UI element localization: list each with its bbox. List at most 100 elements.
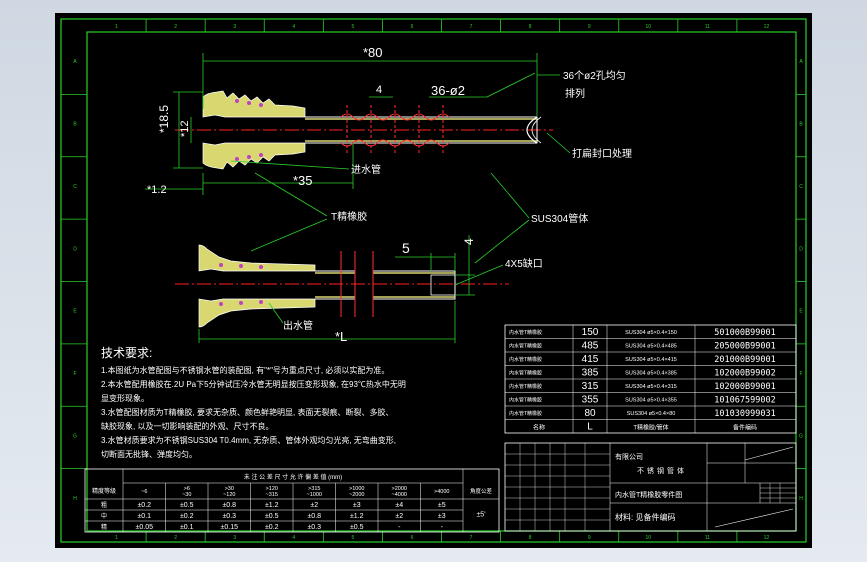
part-length: 355 xyxy=(582,395,599,406)
part-spec: SUS304 ø5×0.4×485 xyxy=(625,344,677,350)
part-length: 80 xyxy=(584,408,596,419)
rubber-sleeve-top xyxy=(202,90,306,118)
tech-line: 2.本水管配用橡胶在.2U Pa下5分钟试压冷水管无明显按压变形现象, 在93℃… xyxy=(101,379,406,389)
title-note: 不锈钢管体 xyxy=(637,466,687,475)
tolerance-grade: 中 xyxy=(101,512,107,520)
part-name: 内水管T精橡胶 xyxy=(509,383,542,390)
tolerance-value: ±3 xyxy=(438,513,446,520)
leader-inlet xyxy=(230,160,350,170)
part-spec: SUS304 ø5×0.4×150 xyxy=(625,330,677,336)
tech-line: 1.本图纸为水管配图与不锈钢水管的装配图, 有"*"号为重点尺寸, 必须以实配为… xyxy=(101,365,389,375)
tolerance-header: 未 注 公 差 尺 寸 允 许 偏 差 值 (mm) xyxy=(244,473,342,481)
tolerance-grade: 精 xyxy=(101,523,107,531)
tolerance-table: 未 注 公 差 尺 寸 允 许 偏 差 值 (mm)精度等级~6>6~30>30… xyxy=(84,468,500,533)
dim-holes: 36-ø2 xyxy=(431,83,465,98)
zone-number: 7 xyxy=(470,535,473,541)
tolerance-value: ±0.3 xyxy=(307,524,321,531)
dim-length-5: 5 xyxy=(402,240,410,256)
tolerance-grade: 粗 xyxy=(101,501,107,509)
flattened-end-inner xyxy=(531,116,542,144)
dim-notch-4: 4 xyxy=(462,238,476,245)
part-name: 内水管T精橡胶 xyxy=(509,329,542,336)
dim-length-35: *35 xyxy=(293,173,313,188)
part-name: 内水管T精橡胶 xyxy=(509,397,542,404)
inlet-pipe-view xyxy=(175,90,553,170)
tolerance-range: ~6 xyxy=(141,489,147,495)
part-length: 485 xyxy=(582,341,599,352)
note-holes: 36个ø2孔均匀 xyxy=(563,70,626,82)
part-name: 内水管T精橡胶 xyxy=(509,343,542,350)
part-spec: SUS304 ø5×0.4×315 xyxy=(625,384,677,390)
tech-title: 技术要求: xyxy=(101,346,152,360)
part-spec: SUS304 ø5×0.4×355 xyxy=(625,398,677,404)
tech-line: 缺胶现象, 以及一切影响装配的外观、尺寸不良。 xyxy=(101,421,273,431)
notch xyxy=(430,274,456,296)
part-length: 385 xyxy=(582,368,599,379)
tolerance-value: ±0.8 xyxy=(307,513,321,520)
rubber-bumps xyxy=(235,99,263,161)
zone-number: 4 xyxy=(292,24,295,30)
corrugation-top xyxy=(340,113,450,121)
tolerance-value: ±1.2 xyxy=(265,502,279,509)
part-spec: SUS304 ø5×0.4×385 xyxy=(625,371,677,377)
leader-tube-1 xyxy=(490,172,530,219)
zone-number: 5 xyxy=(351,24,354,30)
zone-letter: C xyxy=(799,184,803,190)
lower-dimension-lines xyxy=(198,235,504,343)
tolerance-value: ±4 xyxy=(395,502,403,509)
title-drawing-name: 内水管T精橡胶零件图 xyxy=(615,490,682,499)
part-code: 101067599002 xyxy=(714,396,775,406)
tech-line: 切断面无批锋、弹度均匀。 xyxy=(101,449,197,459)
zone-letter: D xyxy=(799,246,803,252)
part-code: 102000B99002 xyxy=(714,369,775,379)
zone-number: 6 xyxy=(411,535,414,541)
tech-line: 3.水管配图材质为T精橡胶, 要求无杂质、颜色鲜艳明显, 表面无裂痕、断裂、多胶… xyxy=(101,407,393,417)
title-block: 有限公司 不锈钢管体 内水管T精橡胶零件图 材料: 见备件编码 xyxy=(504,442,797,532)
dim-dia-18-5: *18.5 xyxy=(157,105,171,133)
tolerance-value: - xyxy=(441,524,444,531)
zone-number: 9 xyxy=(588,535,591,541)
zone-number: 9 xyxy=(588,24,591,30)
part-name: 内水管T精橡胶 xyxy=(509,370,542,377)
zone-letter: C xyxy=(73,184,77,190)
zone-number: 12 xyxy=(764,24,770,30)
zone-letter: A xyxy=(799,59,803,65)
tolerance-value: ±0.2 xyxy=(180,513,194,520)
zone-letter: G xyxy=(73,433,77,439)
leader-outlet xyxy=(268,302,284,324)
tolerance-value: ±0.8 xyxy=(222,502,236,509)
zone-number: 1 xyxy=(115,24,118,30)
outlet-pipe-view xyxy=(175,244,509,328)
zone-letter: E xyxy=(799,309,803,315)
tolerance-range: >120~315 xyxy=(266,486,278,498)
part-spec: SUS304 ø5×0.4×80 xyxy=(627,411,676,417)
zone-letter: F xyxy=(799,371,802,377)
dim-1-2: *1.2 xyxy=(147,184,167,196)
zone-number: 7 xyxy=(470,24,473,30)
tolerance-value: ±0.1 xyxy=(137,513,151,520)
label-inlet-pipe: 进水管 xyxy=(351,163,381,176)
tolerance-range: >6~30 xyxy=(182,486,191,498)
outlet-tube-left xyxy=(315,270,356,300)
zone-letter: G xyxy=(799,433,803,439)
zone-letter: B xyxy=(799,122,803,128)
zone-number: 6 xyxy=(411,24,414,30)
zone-letter: D xyxy=(73,246,77,252)
zone-letter: H xyxy=(799,496,803,502)
label-outlet-pipe: 出水管 xyxy=(283,319,313,332)
part-name: 内水管T精橡胶 xyxy=(509,356,542,363)
tolerance-value: ±0.5 xyxy=(350,524,364,531)
part-code: 101030999031 xyxy=(714,409,775,419)
hole-marks xyxy=(346,105,444,155)
zone-number: 8 xyxy=(529,24,532,30)
zone-number: 11 xyxy=(705,24,710,30)
zone-letter: E xyxy=(73,309,77,315)
parts-header-name: 名称 xyxy=(533,424,545,432)
title-material: 材料: 见备件编码 xyxy=(615,512,675,522)
outlet-bumps xyxy=(219,263,263,306)
